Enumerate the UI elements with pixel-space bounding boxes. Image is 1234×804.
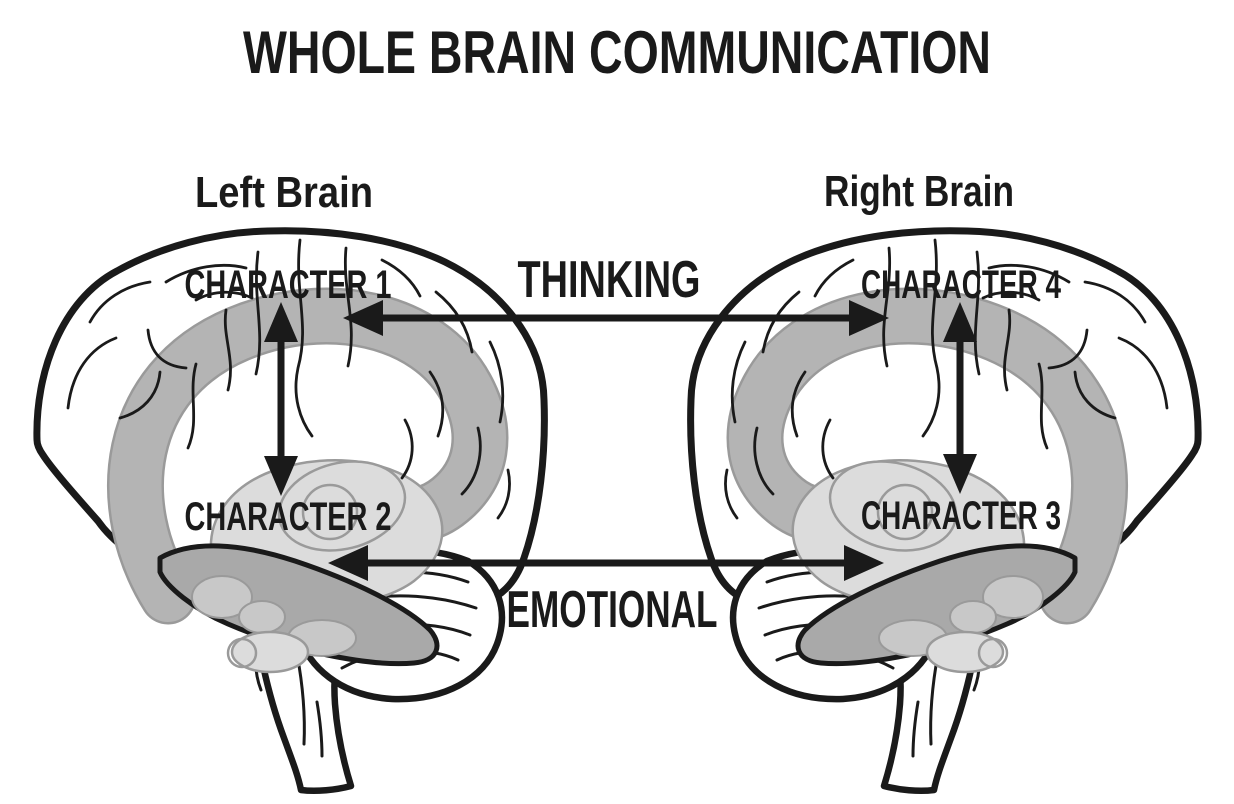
- emotional-arrow: [328, 545, 884, 581]
- page-title: WHOLE BRAIN COMMUNICATION: [243, 19, 991, 86]
- left-internal-arrow: [264, 302, 298, 496]
- character-3-label: CHARACTER 3: [861, 494, 1061, 538]
- character-2-label: CHARACTER 2: [185, 495, 392, 539]
- thinking-label: THINKING: [518, 251, 701, 309]
- emotional-label: EMOTIONAL: [507, 581, 718, 639]
- character-1-label: CHARACTER 1: [185, 263, 392, 307]
- thinking-arrow: [343, 300, 889, 336]
- character-4-label: CHARACTER 4: [861, 263, 1062, 307]
- right-brain-label: Right Brain: [824, 167, 1014, 216]
- right-internal-arrow: [943, 302, 977, 494]
- left-brain-label: Left Brain: [195, 168, 373, 217]
